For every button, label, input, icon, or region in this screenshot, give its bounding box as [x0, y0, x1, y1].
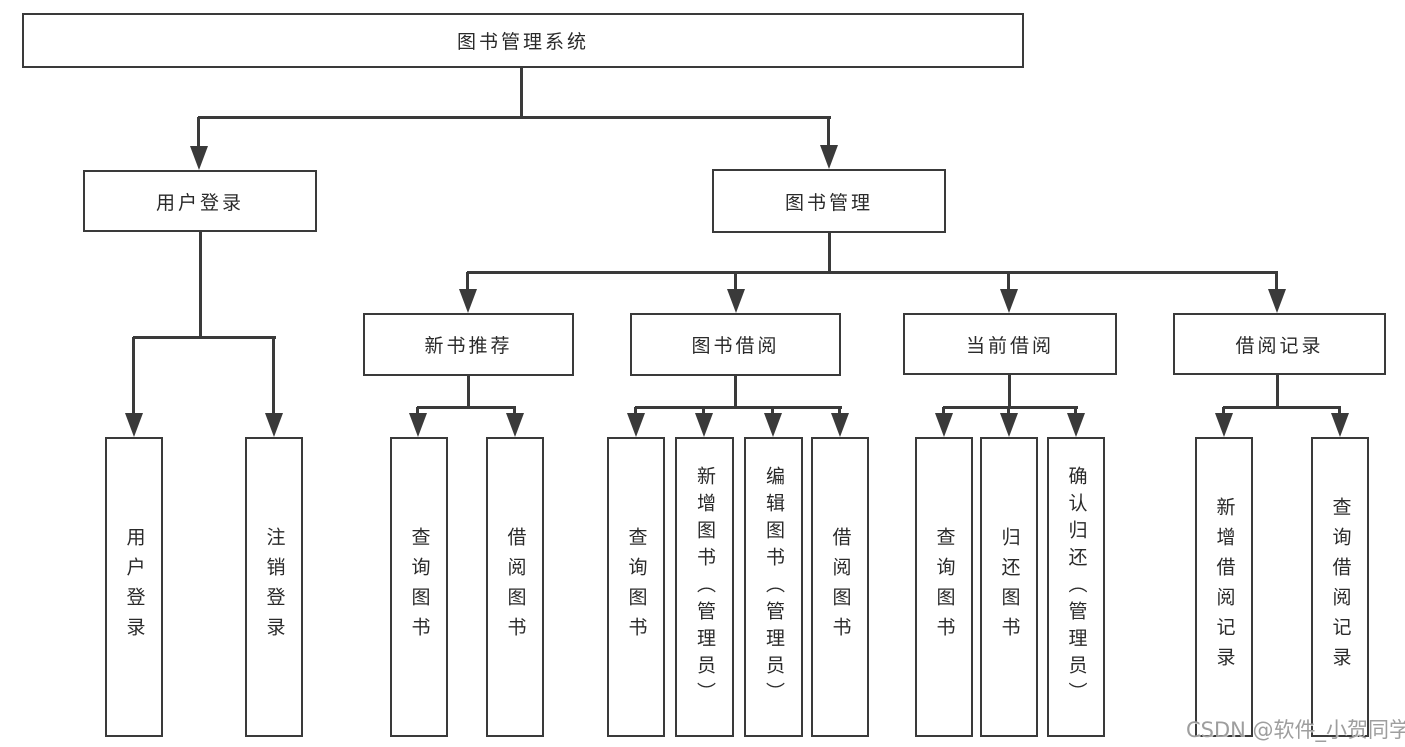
- leaf-add-borrow-record: 新增借阅记录: [1195, 437, 1253, 737]
- leaf-query-books-current: 查询图书: [915, 437, 973, 737]
- leaf-confirm-return-admin: 确认归还（管理员）: [1047, 437, 1105, 737]
- leaf-query-books-borrow: 查询图书: [607, 437, 665, 737]
- arrowhead-to-book-management: [820, 117, 838, 169]
- arrowhead-to-query-books-recommend: [409, 407, 427, 437]
- connector-new-book-rail: [417, 406, 516, 409]
- arrowhead-to-leaf-user-login: [125, 337, 143, 437]
- leaf-query-borrow-record: 查询借阅记录: [1311, 437, 1369, 737]
- leaf-add-book-admin: 新增图书（管理员）: [675, 437, 734, 737]
- connector-current-borrow-stem: [1008, 373, 1011, 409]
- node-borrow-records: 借阅记录: [1173, 313, 1386, 375]
- connector-level2-rail: [198, 116, 831, 119]
- arrowhead-to-query-books-current: [935, 407, 953, 437]
- node-book-borrow: 图书借阅: [630, 313, 841, 376]
- leaf-query-books-recommend: 查询图书: [390, 437, 448, 737]
- leaf-logout: 注销登录: [245, 437, 303, 737]
- connector-book-management-stem: [828, 231, 831, 274]
- node-book-management: 图书管理: [712, 169, 946, 233]
- arrowhead-to-current-borrow: [1000, 272, 1018, 313]
- connector-book-borrow-rail: [635, 406, 842, 409]
- leaf-borrow-books: 借阅图书: [811, 437, 869, 737]
- arrowhead-to-book-borrow: [727, 272, 745, 313]
- leaf-borrow-books-recommend: 借阅图书: [486, 437, 544, 737]
- node-new-book-recommend: 新书推荐: [363, 313, 574, 376]
- connector-new-book-stem: [467, 374, 470, 409]
- arrowhead-to-borrow-records: [1268, 272, 1286, 313]
- leaf-edit-book-admin: 编辑图书（管理员）: [744, 437, 803, 737]
- node-user-login: 用户登录: [83, 170, 317, 232]
- connector-user-login-stem: [199, 230, 202, 338]
- arrowhead-to-borrow-books-recommend: [506, 407, 524, 437]
- arrowhead-to-return-book: [1000, 407, 1018, 437]
- connector-borrow-records-stem: [1276, 373, 1279, 409]
- arrowhead-to-new-book-recommend: [459, 272, 477, 313]
- connector-level3-rail: [467, 271, 1278, 274]
- connector-root-stem: [520, 67, 523, 118]
- arrowhead-to-query-books-borrow: [627, 407, 645, 437]
- arrowhead-to-borrow-books: [831, 407, 849, 437]
- arrowhead-to-add-borrow-record: [1215, 407, 1233, 437]
- watermark: CSDN @软件_小贺同学: [1186, 718, 1405, 742]
- arrowhead-to-user-login: [190, 117, 208, 170]
- connector-book-borrow-stem: [734, 374, 737, 409]
- node-root: 图书管理系统: [22, 13, 1024, 68]
- leaf-user-login: 用户登录: [105, 437, 163, 737]
- leaf-return-book: 归还图书: [980, 437, 1038, 737]
- arrowhead-to-add-book-admin: [695, 407, 713, 437]
- arrowhead-to-query-borrow-record: [1331, 407, 1349, 437]
- connector-current-borrow-rail: [943, 406, 1078, 409]
- arrowhead-to-edit-book-admin: [764, 407, 782, 437]
- node-current-borrow: 当前借阅: [903, 313, 1117, 375]
- arrowhead-to-confirm-return-admin: [1067, 407, 1085, 437]
- arrowhead-to-leaf-logout: [265, 337, 283, 437]
- connector-borrow-records-rail: [1223, 406, 1341, 409]
- connector-user-login-rail: [133, 336, 276, 339]
